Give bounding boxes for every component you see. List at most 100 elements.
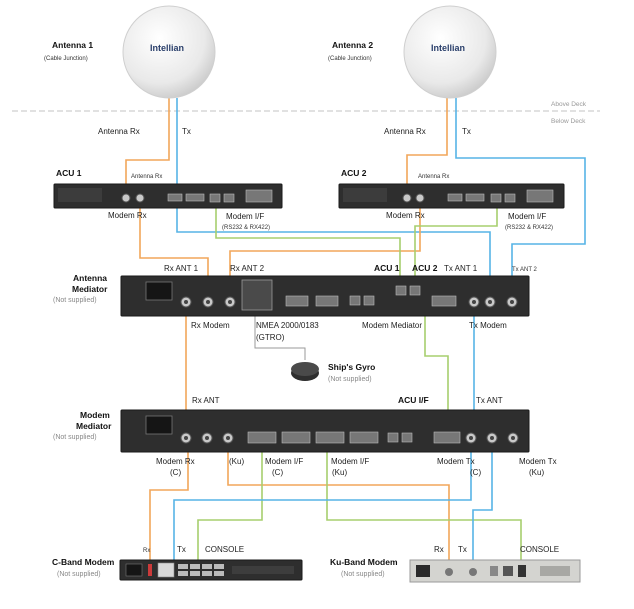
acu-1-modem-rx-port <box>135 193 145 203</box>
antenna2-rx-cable <box>406 98 448 198</box>
mm-rj45-2 <box>401 432 413 443</box>
gyro-title: Ship's Gyro <box>328 362 375 372</box>
antenna-1-logo: Intellian <box>150 43 184 53</box>
acu-2-modem-rx-label: Modem Rx <box>386 211 425 220</box>
modem-if-ku2-port <box>349 431 379 444</box>
tx-ant-label: Tx ANT <box>476 396 503 405</box>
acu2-modem-if-cable <box>414 205 498 288</box>
gyro-module <box>241 279 273 311</box>
ku-band-rx-cable <box>227 452 450 562</box>
antenna-1-dome <box>122 5 216 99</box>
acu-1-modem-rx-label: Modem Rx <box>108 211 147 220</box>
acu1-modem-if-cable <box>215 205 401 288</box>
antenna-2-logo: Intellian <box>431 43 465 53</box>
acu1-port-label: ACU 1 <box>374 263 400 273</box>
ku-band-modem-title: Ku-Band Modem <box>330 557 398 567</box>
acu-2-modem-if-sub: (RS232 & RX422) <box>505 225 553 231</box>
modem-if-c-port <box>247 431 277 444</box>
acu-1: ACU 1 Antenna Rx Modem Rx Modem I/F (RS2… <box>53 168 283 231</box>
modem-rx-c-label: Modem Rx <box>156 457 195 466</box>
c-band-tx-cable <box>173 452 472 560</box>
acu-1-port-b <box>185 193 205 202</box>
ku-band-modem: Ku-Band Modem (Not supplied) Rx Tx CONSO… <box>330 545 581 583</box>
ku-band-console-cable <box>326 452 522 562</box>
antenna-2-subtitle: (Cable Junction) <box>328 56 372 62</box>
modem-tx-ku-sub: (Ku) <box>529 468 544 477</box>
antenna1-rx-cable <box>125 98 170 198</box>
rj45-port-1 <box>349 295 361 306</box>
c-band-console-cable <box>197 452 263 560</box>
antenna1-tx-cable <box>176 98 491 300</box>
modem-mediator-title-2: Mediator <box>76 421 112 431</box>
ku-band-tx-label: Tx <box>458 545 467 554</box>
ku-band-console-label: CONSOLE <box>520 545 559 554</box>
modem-mediator-power-socket <box>145 415 173 435</box>
modem-mediator-panel <box>120 409 530 453</box>
modem-if-ku-sub: (Ku) <box>332 468 347 477</box>
acu-1-if-port <box>209 193 221 203</box>
modem-tx-ku-label: Modem Tx <box>519 457 557 466</box>
antenna-2-dome <box>403 5 497 99</box>
acu-1-antenna-rx-port <box>121 193 131 203</box>
c-band-console-label: CONSOLE <box>205 545 244 554</box>
modem-mediator-port <box>431 295 457 307</box>
antenna-2: Intellian Antenna 2 (Cable Junction) <box>328 5 497 99</box>
tx-ant1-label: Tx ANT 1 <box>444 264 478 273</box>
nmea-label-1: NMEA 2000/0183 <box>256 321 319 330</box>
antenna-mediator-title-1: Antenna <box>73 273 107 283</box>
tx-ant2-label: Tx ANT 2 <box>512 267 538 273</box>
antenna2-tx-cable <box>455 98 586 300</box>
acu-2-if-port <box>490 193 502 203</box>
acu-2-antenna-rx-port <box>402 193 412 203</box>
cables <box>125 98 586 562</box>
acu-2-title: ACU 2 <box>341 168 367 178</box>
c-band-modem-note: (Not supplied) <box>57 571 101 578</box>
antenna-2-title: Antenna 2 <box>332 40 373 50</box>
acu-1-modem-if-sub: (RS232 & RX422) <box>222 225 270 231</box>
modem-tx-c-label: Modem Tx <box>437 457 475 466</box>
acu-2-port-b <box>465 193 485 202</box>
acu-2: ACU 2 Antenna Rx Modem Rx Modem I/F (RS2… <box>338 168 565 231</box>
antenna-mediator: Antenna Mediator (Not supplied) Rx ANT 1… <box>53 263 538 342</box>
db9-port-1 <box>285 295 309 307</box>
acu-2-display <box>343 188 387 202</box>
modem-mediator: Modem Mediator (Not supplied) Rx ANT ACU… <box>53 395 557 477</box>
c-band-rx-label: Rx <box>143 548 150 554</box>
antenna-1-tx-label: Tx <box>182 127 191 136</box>
ships-gyro: Ship's Gyro (Not supplied) <box>291 362 375 383</box>
antenna-1-subtitle: (Cable Junction) <box>44 56 88 62</box>
antenna-2-rx-label: Antenna Rx <box>384 127 426 136</box>
rj45-port-2 <box>363 295 375 306</box>
mm-rj45-1 <box>387 432 399 443</box>
antenna-mediator-note: (Not supplied) <box>53 297 97 304</box>
rx-ant2-label: Rx ANT 2 <box>230 264 265 273</box>
modem-mediator-title-1: Modem <box>80 410 110 420</box>
nmea-cable <box>254 310 306 360</box>
acu-2-antenna-rx-label: Antenna Rx <box>418 174 449 180</box>
modem-mediator-label: Modem Mediator <box>362 321 422 330</box>
c-band-modem: C-Band Modem (Not supplied) Rx Tx CONSOL… <box>52 545 303 581</box>
acu2-port-label: ACU 2 <box>412 263 438 273</box>
ku-band-modem-note: (Not supplied) <box>341 571 385 578</box>
acu-2-modem-rx-port <box>415 193 425 203</box>
acu-1-port-a <box>167 193 183 202</box>
gyro-note: (Not supplied) <box>328 376 372 383</box>
acu-1-port-c <box>223 193 235 203</box>
antenna-1-rx-label: Antenna Rx <box>98 127 140 136</box>
below-deck-label: Below Deck <box>551 118 586 125</box>
acu-if-port <box>433 431 461 444</box>
c-band-modem-title: C-Band Modem <box>52 557 115 567</box>
rx-modem-label: Rx Modem <box>191 321 230 330</box>
acu-2-port-a <box>447 193 463 202</box>
above-deck-label: Above Deck <box>551 101 587 108</box>
nmea-label-2: (GTRO) <box>256 333 285 342</box>
modem-if-c-label: Modem I/F <box>265 457 303 466</box>
antenna-2-tx-label: Tx <box>462 127 471 136</box>
modem-if-c-sub: (C) <box>272 468 283 477</box>
acu-2-modem-if-label: Modem I/F <box>508 212 546 221</box>
modem-rx-ku-label: (Ku) <box>229 457 244 466</box>
rx-ant-label: Rx ANT <box>192 396 220 405</box>
modem-if-ku-label: Modem I/F <box>331 457 369 466</box>
modem-tx-c-sub: (C) <box>470 468 481 477</box>
